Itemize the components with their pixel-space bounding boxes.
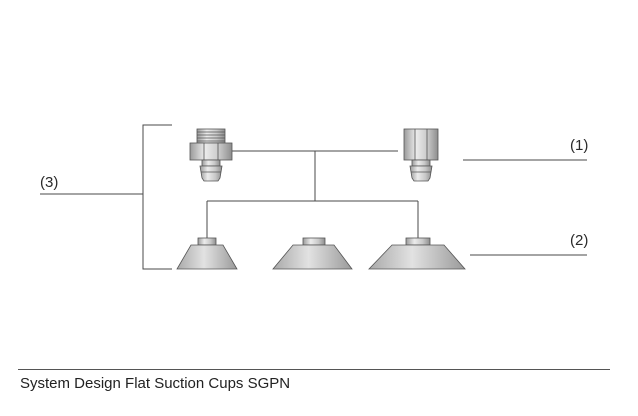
suction-cup-middle (272, 237, 353, 270)
female-thread-fitting (403, 128, 439, 182)
suction-cup-right (368, 237, 466, 270)
figure-caption: System Design Flat Suction Cups SGPN (20, 375, 291, 392)
suction-cup-left (176, 237, 238, 270)
system-bracket (40, 124, 172, 270)
caption-divider (18, 369, 610, 370)
callout-fittings-label: (1) (570, 137, 589, 154)
connection-lines (206, 150, 419, 238)
male-thread-fitting (189, 128, 233, 182)
callout-suction-cups-label: (2) (570, 232, 589, 249)
callout-system-label: (3) (40, 174, 59, 191)
